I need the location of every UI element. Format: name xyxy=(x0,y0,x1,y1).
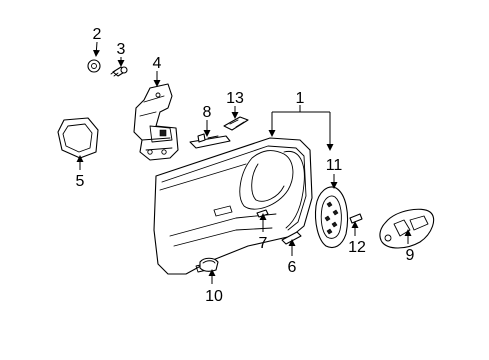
callout-4: 4 xyxy=(153,55,162,72)
callout-labels: 1 2 3 4 5 6 7 8 9 10 11 12 13 xyxy=(76,26,415,305)
callout-1: 1 xyxy=(296,90,305,107)
part-4-bracket-assembly xyxy=(133,83,179,161)
callout-11: 11 xyxy=(326,157,343,174)
part-12-clip xyxy=(349,213,363,224)
leader-2 xyxy=(92,41,100,57)
callout-9: 9 xyxy=(406,247,415,264)
part-3-push-pin xyxy=(110,66,128,77)
callout-7: 7 xyxy=(259,235,268,252)
callout-2: 2 xyxy=(93,26,102,43)
callout-10: 10 xyxy=(205,288,223,305)
part-1-door-trim-panel xyxy=(153,137,313,275)
callout-13: 13 xyxy=(226,90,244,107)
part-8-clip-bracket xyxy=(189,133,231,149)
part-11-speaker-grille xyxy=(314,186,349,249)
part-10-pocket xyxy=(199,257,219,272)
part-9-switch-bezel xyxy=(379,208,435,249)
part-5-seal-frame xyxy=(57,117,99,159)
callout-5: 5 xyxy=(76,173,85,190)
part-6-pull-handle xyxy=(281,231,302,245)
leader-lines xyxy=(76,41,412,284)
callout-6: 6 xyxy=(288,259,297,276)
callout-3: 3 xyxy=(117,41,126,58)
callout-8: 8 xyxy=(203,104,212,121)
part-13-clip xyxy=(223,116,249,131)
callout-12: 12 xyxy=(348,239,366,256)
part-2-nut xyxy=(87,59,101,73)
